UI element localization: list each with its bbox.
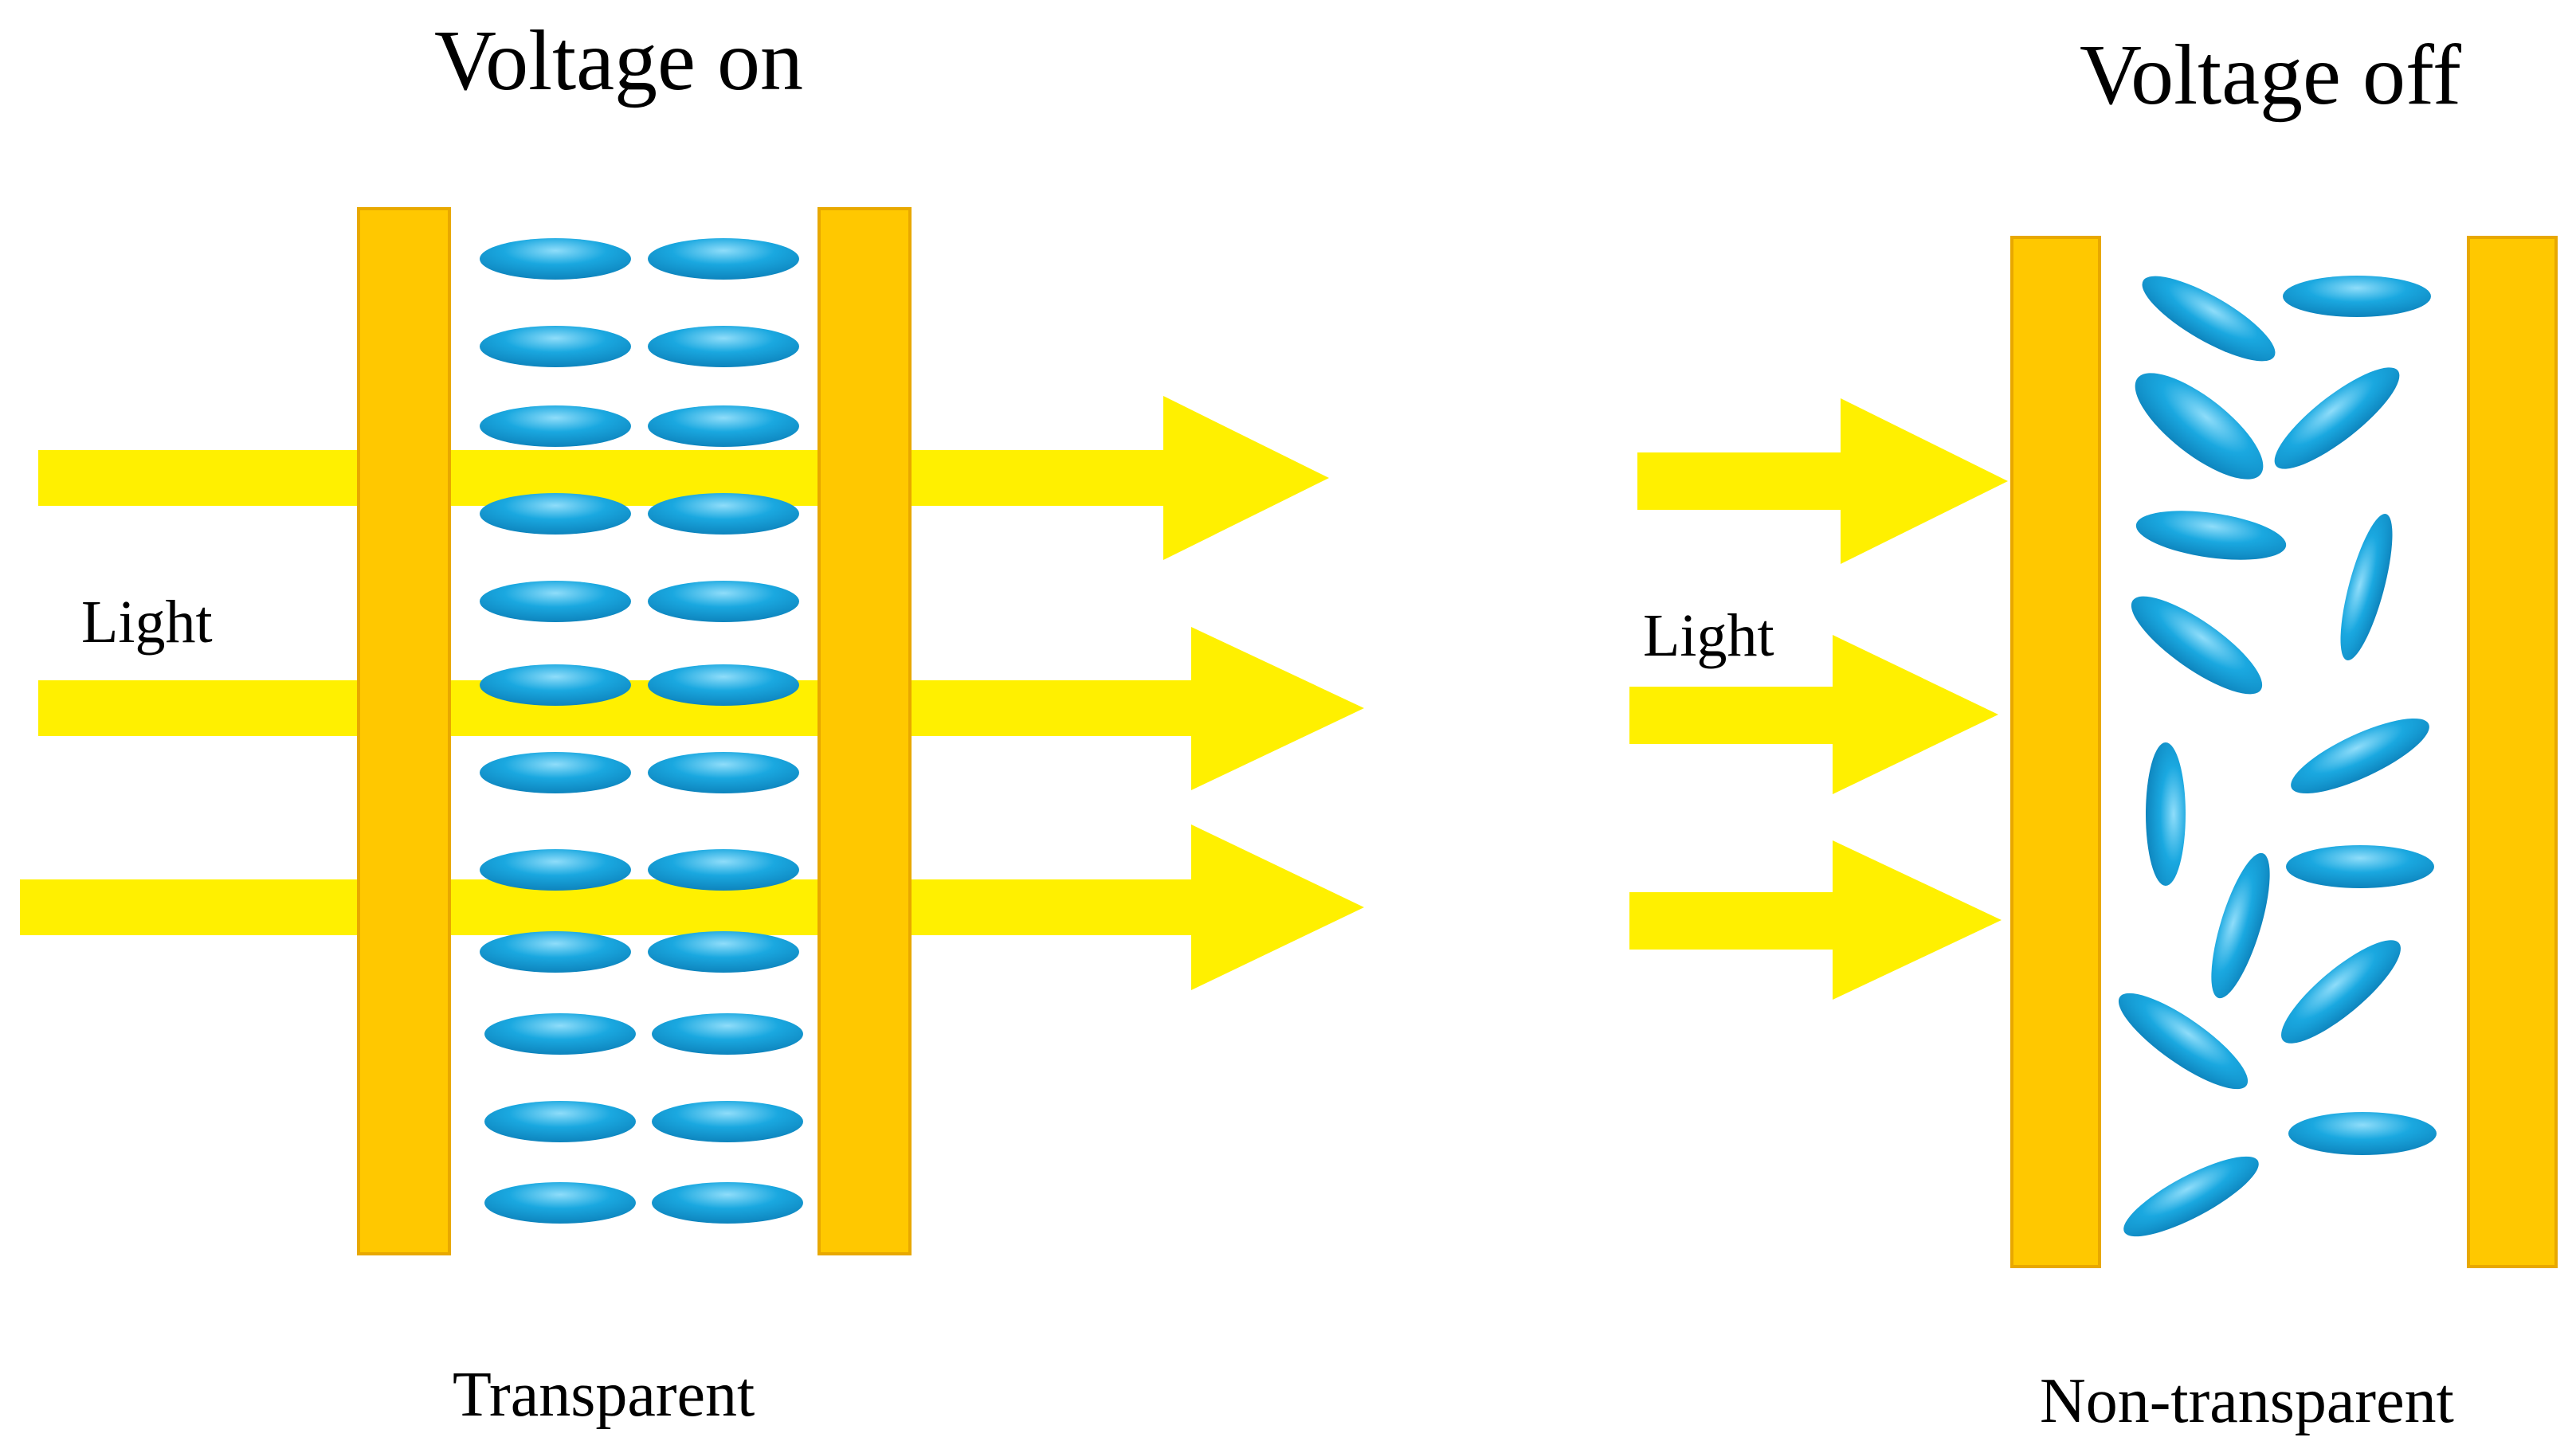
light-arrow [38, 396, 1329, 560]
liquid-crystal [2291, 718, 2429, 794]
liquid-crystal [2135, 373, 2264, 480]
liquid-crystal [648, 581, 799, 622]
liquid-crystal [2146, 742, 2186, 886]
light-arrow [20, 824, 1364, 990]
light-label-off: Light [1643, 602, 1774, 669]
aligned-crystals [480, 238, 803, 1224]
liquid-crystal [648, 405, 799, 447]
transparent-label: Transparent [453, 1360, 755, 1430]
liquid-crystal [648, 326, 799, 367]
electrode-right [817, 207, 912, 1255]
liquid-crystal [2281, 940, 2401, 1044]
liquid-crystal [648, 849, 799, 891]
liquid-crystal [480, 849, 631, 891]
liquid-crystal [480, 326, 631, 367]
light-arrow [1629, 635, 1998, 794]
non-transparent-label: Non-transparent [2040, 1366, 2454, 1436]
light-arrow [1629, 840, 2002, 1000]
liquid-crystal [648, 664, 799, 706]
liquid-crystal [480, 238, 631, 280]
liquid-crystal [2340, 514, 2393, 660]
liquid-crystal [484, 1013, 636, 1055]
voltage-off-title: Voltage off [2080, 28, 2461, 123]
liquid-crystal [480, 931, 631, 973]
light-arrow [1637, 398, 2008, 564]
liquid-crystal [484, 1101, 636, 1142]
liquid-crystal [480, 752, 631, 793]
liquid-crystal [648, 752, 799, 793]
panel-voltage-on: Voltage on [20, 14, 1364, 1430]
liquid-crystal [2131, 596, 2263, 695]
light-label-on: Light [81, 589, 213, 656]
liquid-crystal [2211, 852, 2270, 999]
liquid-crystal [480, 405, 631, 447]
liquid-crystal [2118, 993, 2249, 1090]
liquid-crystal [2123, 1156, 2259, 1237]
light-beams-off [1629, 398, 2008, 1000]
panel-voltage-off: Voltage off [1629, 28, 2558, 1436]
liquid-crystal [648, 931, 799, 973]
liquid-crystal [2286, 845, 2434, 888]
liquid-crystal [2274, 367, 2400, 469]
liquid-crystal [648, 238, 799, 280]
liquid-crystal [648, 493, 799, 535]
liquid-crystal [2135, 511, 2287, 560]
liquid-crystal [484, 1182, 636, 1224]
random-crystals [2118, 276, 2437, 1237]
electrode-right [2467, 236, 2558, 1268]
liquid-crystal [2288, 1112, 2437, 1155]
liquid-crystal [480, 664, 631, 706]
liquid-crystal [652, 1101, 803, 1142]
liquid-crystal [652, 1182, 803, 1224]
liquid-crystal [480, 581, 631, 622]
liquid-crystal [480, 493, 631, 535]
liquid-crystal [2142, 276, 2276, 362]
electrode-left [2010, 236, 2101, 1268]
voltage-on-title: Voltage on [434, 14, 803, 108]
liquid-crystal [652, 1013, 803, 1055]
electrode-left [357, 207, 451, 1255]
liquid-crystal [2283, 276, 2431, 317]
